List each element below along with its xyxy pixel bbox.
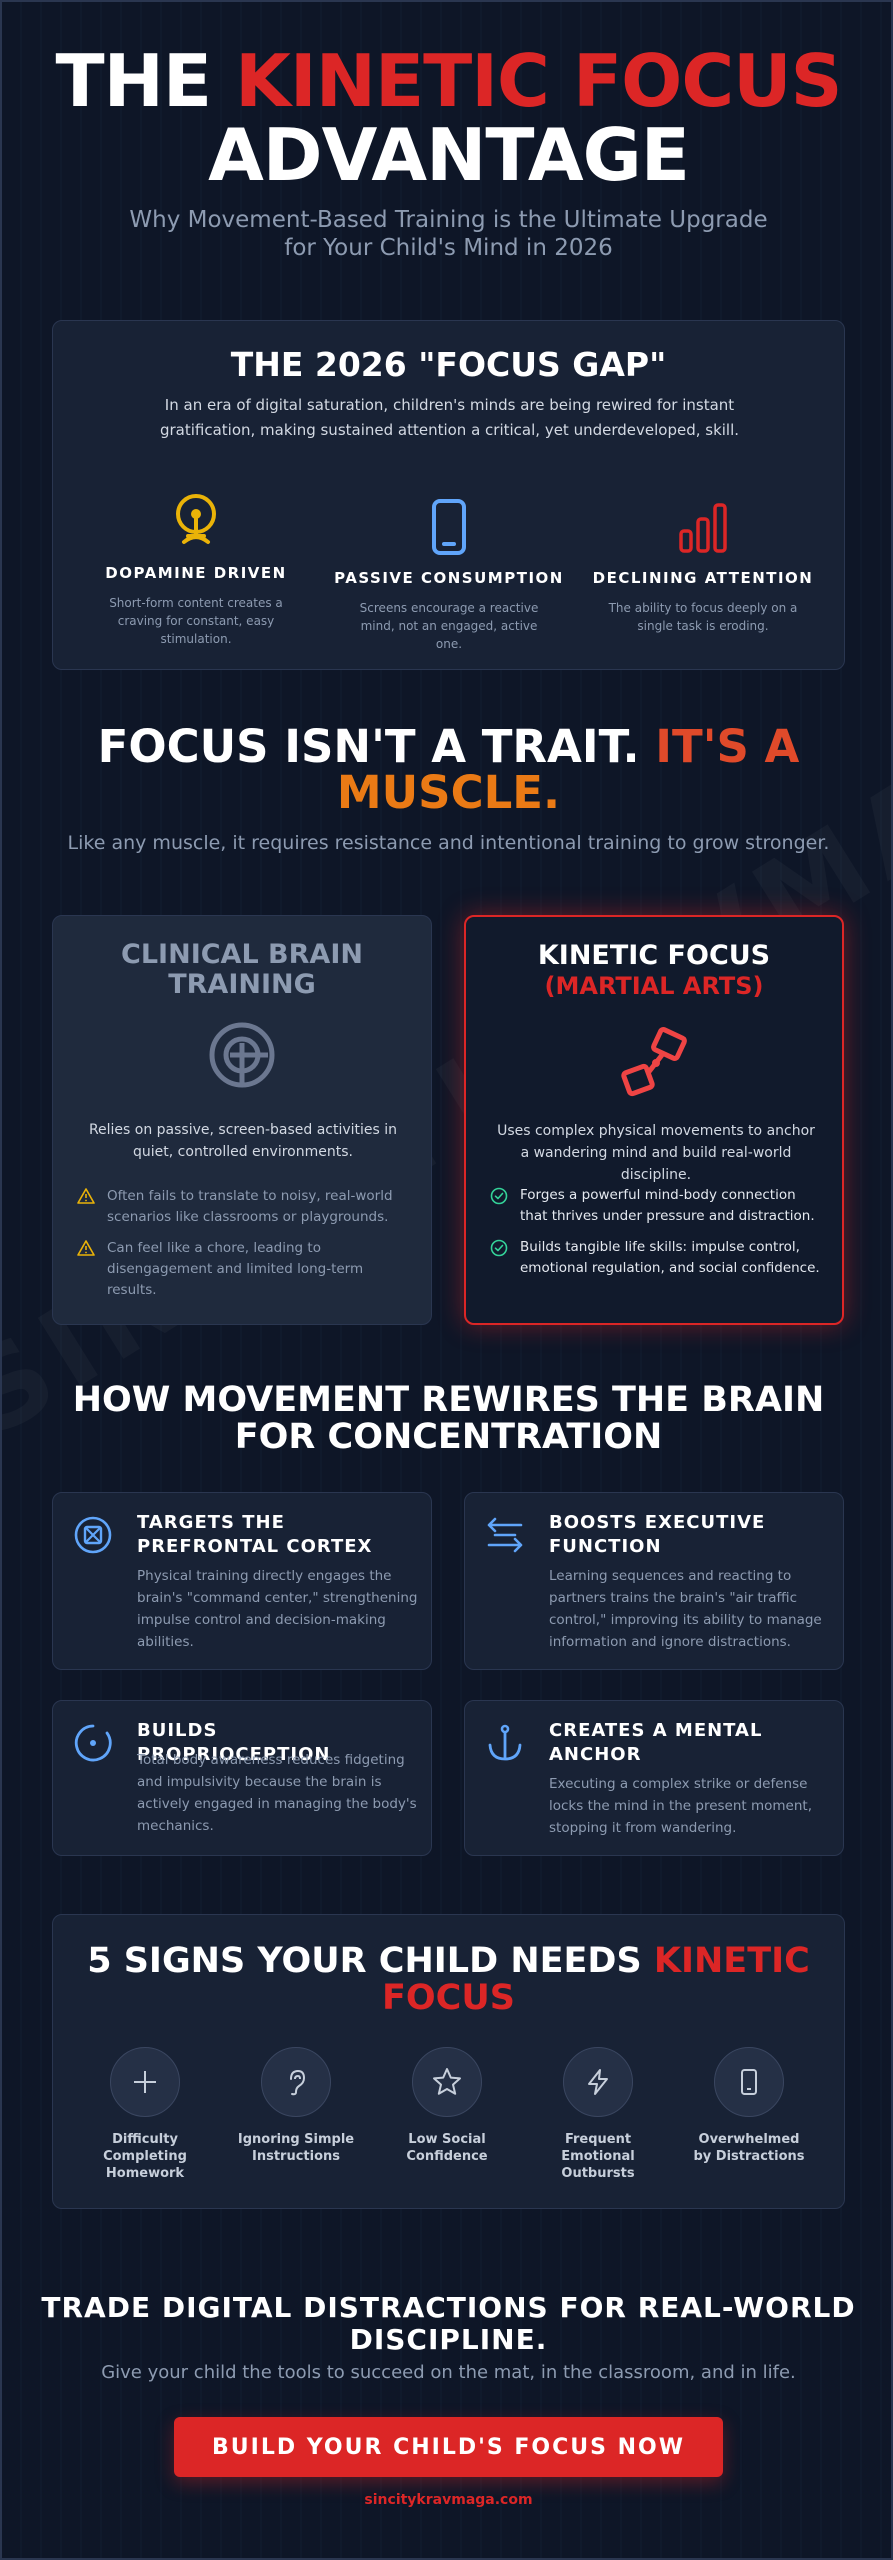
clinical-training-card: CLINICAL BRAIN TRAINING Relies on passiv… <box>52 915 432 1325</box>
title-accent: KINETIC FOCUS <box>235 39 842 123</box>
ear-icon <box>261 2047 331 2117</box>
feature-title: BUILDS PROPRIOCEPTION <box>137 1720 331 1765</box>
clinical-bullet: Often fails to translate to noisy, real-… <box>77 1186 407 1228</box>
muscle-title-red: IT'S A <box>655 720 800 773</box>
proprioception-icon <box>73 1723 113 1763</box>
focus-gap-item-text: Short-form content creates a craving for… <box>109 596 283 646</box>
focus-gap-item-attention: DECLINING ATTENTION The ability to focus… <box>583 491 823 635</box>
signs-title-red2: FOCUS <box>382 1978 515 2018</box>
focus-gap-item-text: The ability to focus deeply on a single … <box>608 601 798 633</box>
page-title: THE KINETIC FOCUS ADVANTAGE <box>2 44 891 197</box>
muscle-title-pre: FOCUS ISN'T A TRAIT. <box>97 720 656 773</box>
signs-title-pre: 5 SIGNS YOUR CHILD NEEDS <box>87 1941 654 1981</box>
signs-card: 5 SIGNS YOUR CHILD NEEDS KINETIC FOCUS D… <box>52 1914 845 2209</box>
sign-label: Ignoring Simple Instructions <box>237 2132 355 2164</box>
cta-heading: TRADE DIGITAL DISTRACTIONS FOR REAL-WORL… <box>2 2291 891 2356</box>
rewire-title-line2: FOR CONCENTRATION <box>234 1417 663 1457</box>
target-icon <box>53 1021 431 1089</box>
warning-icon <box>77 1186 95 1228</box>
sign-label: Frequent Emotional Outbursts <box>561 2132 635 2181</box>
sign-item: Low Social Confidence <box>387 2047 507 2165</box>
kinetic-bullet-text: Builds tangible life skills: impulse con… <box>520 1239 820 1276</box>
kinetic-title-line2: (MARTIAL ARTS) <box>544 972 764 1000</box>
clinical-title-line1: CLINICAL BRAIN <box>121 939 363 970</box>
subtitle-line2: for Your Child's Mind in 2026 <box>284 235 613 261</box>
tablet-icon <box>714 2047 784 2117</box>
title-line2: ADVANTAGE <box>208 113 690 197</box>
muscle-title-orange: MUSCLE. <box>336 766 561 819</box>
feature-prefrontal: TARGETS THE PREFRONTAL CORTEX Physical t… <box>52 1492 432 1670</box>
title-pre: THE <box>55 39 236 123</box>
warning-icon <box>77 1238 95 1301</box>
focus-gap-item-title: PASSIVE CONSUMPTION <box>334 569 564 587</box>
focus-gap-item-passive: PASSIVE CONSUMPTION Screens encourage a … <box>329 491 569 653</box>
subtitle-line1: Why Movement-Based Training is the Ultim… <box>129 207 768 233</box>
focus-gap-description: In an era of digital saturation, childre… <box>159 396 740 439</box>
dopamine-icon <box>76 486 316 558</box>
feature-title: TARGETS THE PREFRONTAL CORTEX <box>137 1512 373 1557</box>
feature-text: Learning sequences and reacting to partn… <box>549 1568 822 1650</box>
sign-label: Overwhelmed by Distractions <box>693 2132 805 2164</box>
feature-title: CREATES A MENTAL ANCHOR <box>549 1720 763 1765</box>
muscle-heading: FOCUS ISN'T A TRAIT. IT'S A MUSCLE. <box>2 724 891 819</box>
focus-gap-item-text: Screens encourage a reactive mind, not a… <box>359 601 539 651</box>
check-circle-icon <box>490 1185 508 1227</box>
feature-text: Physical training directly engages the b… <box>137 1568 418 1650</box>
feature-anchor: CREATES A MENTAL ANCHOR Executing a comp… <box>464 1700 844 1856</box>
feature-text: Executing a complex strike or defense lo… <box>549 1776 812 1836</box>
page-subtitle: Why Movement-Based Training is the Ultim… <box>2 206 891 262</box>
arrows-icon <box>485 1515 525 1555</box>
sign-item: Ignoring Simple Instructions <box>236 2047 356 2165</box>
sign-label: Difficulty Completing Homework <box>103 2132 187 2181</box>
cta-subtitle: Give your child the tools to succeed on … <box>101 2362 796 2383</box>
martial-arts-icon <box>466 1025 842 1101</box>
plus-icon <box>110 2047 180 2117</box>
kinetic-description: Uses complex physical movements to ancho… <box>497 1123 815 1183</box>
focus-gap-item-title: DECLINING ATTENTION <box>592 569 814 587</box>
clinical-bullet-text: Often fails to translate to noisy, real-… <box>107 1188 393 1225</box>
smartphone-icon <box>329 491 569 563</box>
bar-chart-icon <box>583 491 823 563</box>
sign-label: Low Social Confidence <box>406 2132 488 2164</box>
brain-icon <box>73 1515 113 1555</box>
clinical-title: CLINICAL BRAIN TRAINING <box>53 940 431 1000</box>
kinetic-title: KINETIC FOCUS (MARTIAL ARTS) <box>466 941 842 1001</box>
kinetic-focus-card: KINETIC FOCUS (MARTIAL ARTS) Uses comple… <box>464 915 844 1325</box>
rewire-title-line1: HOW MOVEMENT REWIRES THE BRAIN <box>72 1380 825 1420</box>
check-circle-icon <box>490 1237 508 1279</box>
sign-item: Frequent Emotional Outbursts <box>538 2047 658 2182</box>
focus-gap-title: THE 2026 "FOCUS GAP" <box>230 345 667 384</box>
focus-gap-card: THE 2026 "FOCUS GAP" In an era of digita… <box>52 320 845 670</box>
feature-proprioception: BUILDS PROPRIOCEPTION Total body awarene… <box>52 1700 432 1856</box>
signs-title: 5 SIGNS YOUR CHILD NEEDS KINETIC FOCUS <box>53 1943 844 2017</box>
star-icon <box>412 2047 482 2117</box>
clinical-description: Relies on passive, screen-based activiti… <box>88 1122 398 1160</box>
website-link[interactable]: sincitykravmaga.com <box>364 2492 533 2508</box>
rewire-heading: HOW MOVEMENT REWIRES THE BRAIN FOR CONCE… <box>2 1380 891 1457</box>
muscle-subtitle: Like any muscle, it requires resistance … <box>67 832 830 854</box>
kinetic-title-line1: KINETIC FOCUS <box>537 940 771 971</box>
feature-title: BOOSTS EXECUTIVE FUNCTION <box>549 1512 766 1557</box>
feature-text: Total body awareness reduces fidgeting a… <box>137 1752 417 1834</box>
kinetic-bullet: Forges a powerful mind-body connection t… <box>490 1185 820 1227</box>
clinical-title-line2: TRAINING <box>168 969 316 1000</box>
signs-title-red1: KINETIC <box>653 1941 810 1981</box>
sign-item: Difficulty Completing Homework <box>85 2047 205 2182</box>
focus-gap-item-title: DOPAMINE DRIVEN <box>105 564 287 582</box>
build-focus-button[interactable]: BUILD YOUR CHILD'S FOCUS NOW <box>174 2417 723 2477</box>
sign-item: Overwhelmed by Distractions <box>689 2047 809 2165</box>
anchor-icon <box>485 1723 525 1763</box>
clinical-bullet-text: Can feel like a chore, leading to diseng… <box>107 1240 364 1298</box>
focus-gap-item-dopamine: DOPAMINE DRIVEN Short-form content creat… <box>76 486 316 648</box>
kinetic-bullet: Builds tangible life skills: impulse con… <box>490 1237 820 1279</box>
lightning-icon <box>563 2047 633 2117</box>
cta-title-line1: TRADE DIGITAL DISTRACTIONS FOR REAL-WORL… <box>41 2291 856 2324</box>
cta-title-line2: DISCIPLINE. <box>349 2323 548 2356</box>
feature-executive: BOOSTS EXECUTIVE FUNCTION Learning seque… <box>464 1492 844 1670</box>
clinical-bullet: Can feel like a chore, leading to diseng… <box>77 1238 407 1301</box>
kinetic-bullet-text: Forges a powerful mind-body connection t… <box>520 1187 815 1224</box>
